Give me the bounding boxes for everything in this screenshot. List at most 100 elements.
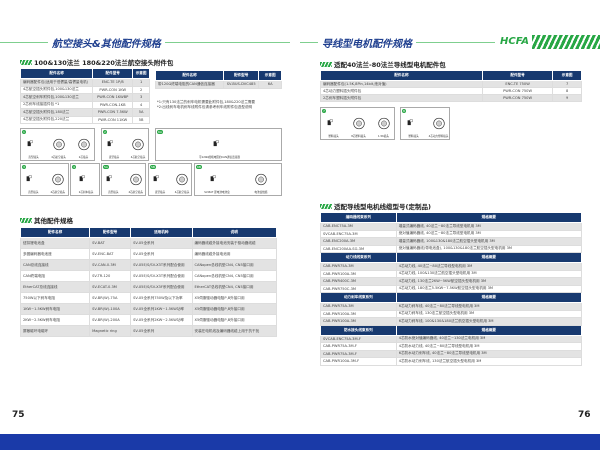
table-cell: 4芯防水动力线, 40法兰~80法兰导线型电机用 3M — [395, 342, 583, 351]
table-cell: CAB-PWR400C-3M — [320, 277, 397, 286]
connector-icon — [152, 170, 168, 189]
table-cell: SV-BAT — [89, 237, 132, 249]
table-cell: 5A — [132, 108, 150, 117]
table-cell: 2芯刹车塑料插头附件包 — [320, 94, 483, 102]
table-cell: 带120Ω终端电阻的CAN通信连接器 — [154, 80, 225, 89]
table-cell: 2 — [132, 85, 150, 94]
figure-caption: 直型插头 — [154, 191, 166, 194]
table-cell: 4芯动力塑料插头附件包 — [320, 87, 483, 95]
figure-caption: 带120Ω终端电阻的CAN通信连接器 — [199, 156, 240, 159]
column-header: 规格概要 — [395, 292, 583, 303]
group-name: 动力线线束系列 — [320, 252, 397, 263]
figure-caption: 塑料插头 — [408, 135, 419, 138]
figure-caption: 4芯动力塑料插头 — [428, 135, 449, 138]
left-page-title: 航空接头&其他配件规格 — [48, 35, 165, 50]
table-cell: 6芯防水动力刹车线, 40法兰~80法兰导线型电机用 3M — [395, 349, 583, 358]
figure-caption: 8芯塑料插头 — [351, 135, 366, 138]
table-cell: CAB-PWR100A-3M-F — [320, 357, 397, 366]
figure-number-badge: 1 — [22, 130, 26, 134]
figure-number-badge: 2 — [103, 130, 107, 134]
group-name: 防水接头线束系列 — [320, 324, 397, 336]
figure-number-badge: 4 — [72, 165, 76, 169]
table-cell: CAB-ENC200AA-SG-3M — [320, 244, 397, 253]
table-cell: ENC-TE 750W — [481, 80, 554, 88]
table-cell: CAB-PWR750C-3M — [320, 284, 397, 293]
table-cell: CAB-PWR100A-3M — [320, 317, 397, 326]
table-cell: 绝对值编码器线, 40法兰~80法兰导线型电机用 3M — [395, 229, 583, 238]
section-heading-cables: 适配导线型电机线缆型号(定制品) — [320, 201, 431, 211]
table-cell: 4芯动力线, 100&130法兰航空插头型电机用 3M — [395, 269, 583, 278]
section-heading-text: 其他配件规格 — [34, 217, 73, 225]
plug-icon — [253, 170, 269, 189]
table-cell: PWR-CON 750W — [481, 94, 554, 102]
figure-number-badge: 6B — [196, 165, 202, 169]
table-cell: EtherCAT总线机型CN4, CN5接口用 — [191, 281, 277, 293]
table-cell: PWR-CON 1KW — [92, 85, 134, 94]
table-cell: 750W以下刹车电阻 — [19, 292, 91, 304]
column-header: 配件型号 — [89, 227, 132, 238]
table-cell: SVCAB-ENC75A-3M — [320, 229, 397, 238]
table-cell: SV-X5全系列2KW~2.5KW功率 — [130, 314, 193, 326]
table-cell: CAB-PWR75A-3M — [320, 302, 397, 311]
connector-icon — [326, 114, 342, 133]
column-header: 规格概要 — [395, 324, 583, 336]
table-cell: 4芯航空插头附件包,180法兰 — [19, 108, 94, 117]
section-heading-other: 其他配件规格 — [20, 215, 73, 225]
table-cell: SV-X5全系列 — [130, 325, 193, 337]
note-1: *1:只有130法兰的刹车电机需要此附件包,180&220法兰需要 — [157, 100, 256, 104]
table-cell: 绝对值编码器线(带电池盒), 100&130&180法兰航空插头型电机用 3M — [395, 244, 583, 253]
table-cell: 编码器配件包(适用于低惯量/高惯量电机) — [19, 78, 94, 87]
table-cell: SV-BR(W)-75A — [89, 292, 132, 304]
table-cell: 4芯防水绝对值编码器线, 40法兰~130法兰电机用 3M — [395, 334, 583, 343]
table-cell: 6芯动力刹车线, 100&130&180法兰航空插头型电机用 3M — [395, 317, 583, 326]
table-cell: 7 — [552, 80, 582, 88]
table-cell: 4芯动力线, 180法兰5.5KW~7.5KW航空插头型电机用 3M — [395, 284, 583, 293]
table-cell: CAN总线连接线 — [19, 259, 91, 271]
table-cell: 安装在电机线及编码器线缆上用于抗干扰 — [191, 325, 277, 337]
table-cell: X5伺服驱动器电阻P,B外接口用 — [191, 314, 277, 326]
column-header: 规格概要 — [395, 212, 583, 223]
table-cell: 1KW~1.5KW刹车电阻 — [19, 303, 91, 315]
table-header-row: 配件名称配件型号示意图 — [19, 68, 150, 79]
table-cell: PWR-CON 1KWBP — [92, 93, 134, 102]
connector-icon — [406, 114, 422, 133]
table-cell: SV-X5全系列750W及以下功率 — [130, 292, 193, 304]
table-cell: 多圈编码器电池座 — [19, 248, 91, 260]
plug-icon — [76, 135, 92, 154]
connector-icon — [209, 170, 225, 189]
figure-caption: 4芯航空插头 — [50, 191, 66, 194]
group-name: 动力刹车线束系列 — [320, 292, 397, 303]
table-cell: 屏蔽磁环电磁环 — [19, 325, 91, 337]
table-cell: 增量式编码器线, 40法兰~80法兰导线型电机用 3M — [395, 222, 583, 231]
table-cell: SV-ECAT-0.3M — [89, 281, 132, 293]
table-cell: 编码器线缆外接电池用 — [191, 248, 277, 260]
table-cell: 4芯动力线, 40法兰~80法兰导线型电机用 3M — [395, 262, 583, 271]
connector-icon — [78, 170, 94, 189]
